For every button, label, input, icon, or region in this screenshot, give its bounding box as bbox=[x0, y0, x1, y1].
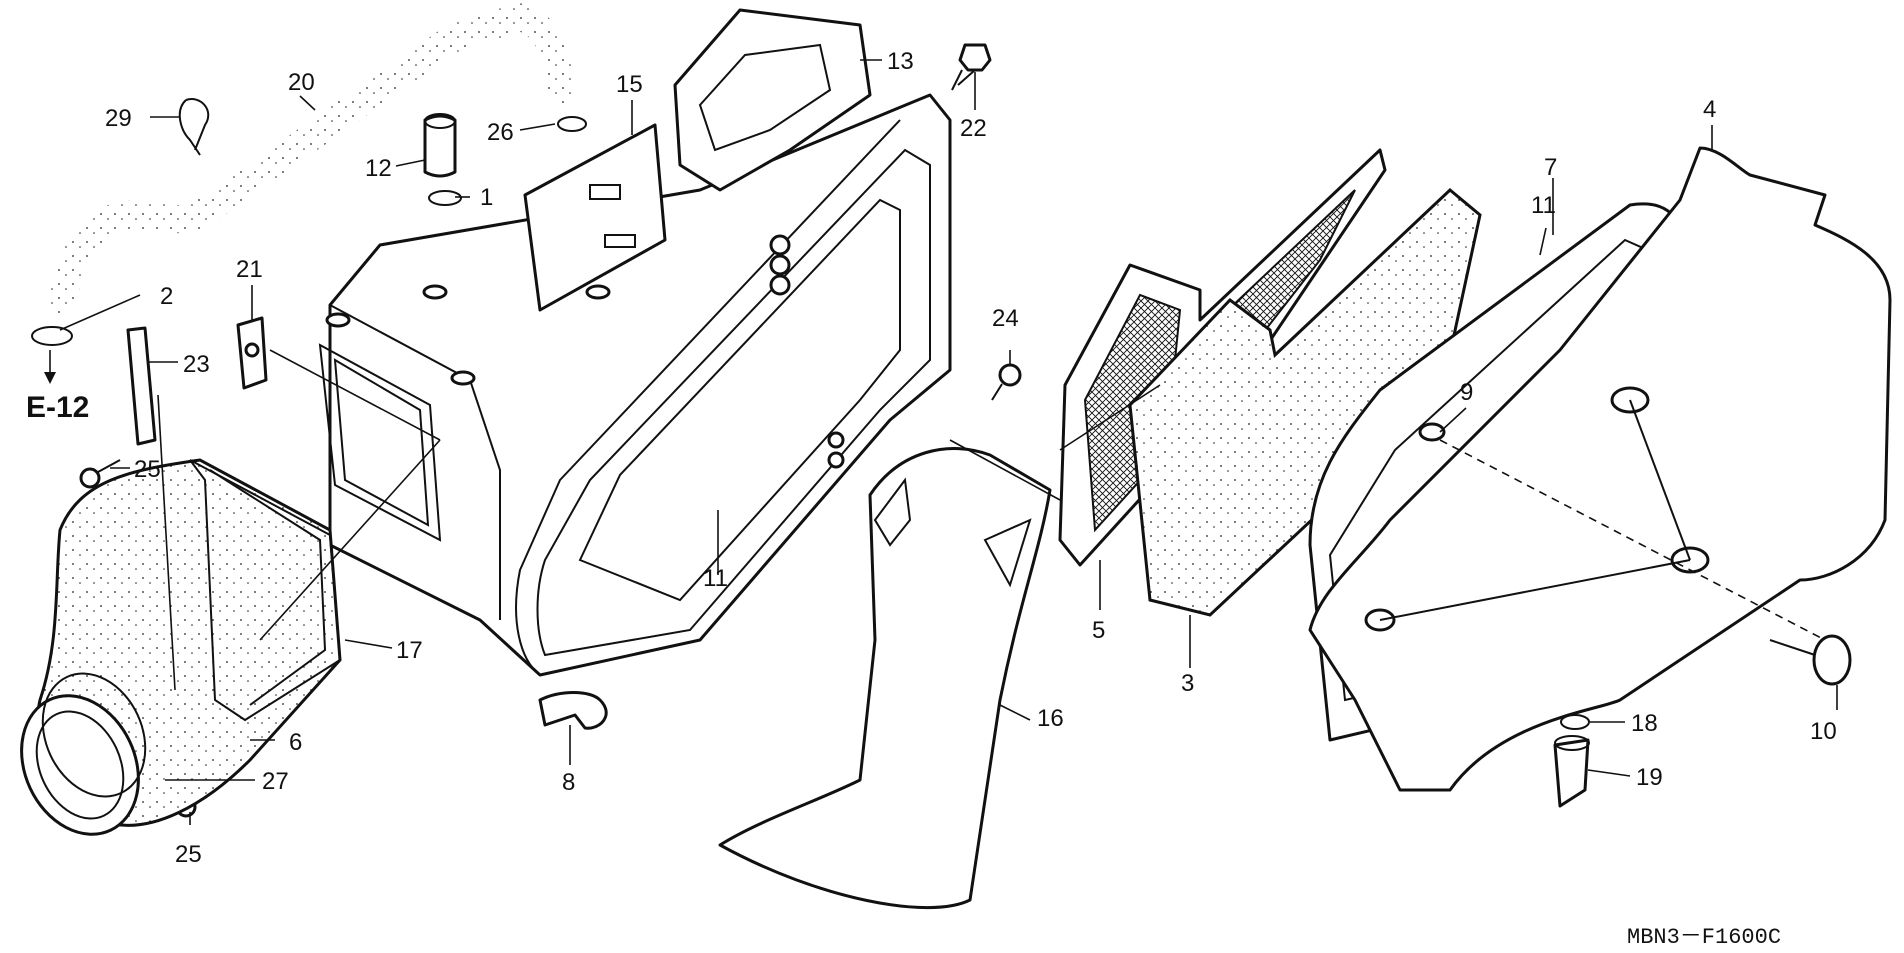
callout-11-panel: 11 bbox=[1531, 192, 1556, 219]
clip-18 bbox=[1560, 714, 1590, 730]
callout-25-lower: 25 bbox=[175, 841, 202, 868]
clip-8 bbox=[538, 691, 608, 730]
breather-hose bbox=[46, 3, 576, 314]
callout-5: 5 bbox=[1092, 617, 1105, 644]
callout-labels: 20 29 12 1 26 15 13 22 2 21 23 25 17 6 2… bbox=[105, 48, 1837, 868]
leader-lines bbox=[59, 59, 1838, 825]
callout-17: 17 bbox=[396, 637, 423, 664]
callout-12: 12 bbox=[365, 155, 392, 182]
callout-2: 2 bbox=[160, 283, 173, 310]
air-cleaner-housing bbox=[318, 93, 952, 677]
callout-26: 26 bbox=[487, 119, 514, 146]
band-12 bbox=[423, 113, 457, 178]
air-element-3 bbox=[1128, 187, 1482, 617]
callout-10: 10 bbox=[1810, 718, 1837, 745]
reference-label: E-12 bbox=[26, 391, 89, 424]
callout-19: 19 bbox=[1636, 764, 1663, 791]
callout-27: 27 bbox=[262, 768, 289, 795]
assembly-lines bbox=[157, 349, 1826, 691]
callout-6: 6 bbox=[289, 729, 302, 756]
callout-4: 4 bbox=[1703, 96, 1716, 123]
callout-8: 8 bbox=[562, 769, 575, 796]
bracket-21 bbox=[236, 316, 268, 390]
hose-clip-29 bbox=[178, 98, 210, 156]
callout-25-upper: 25 bbox=[134, 456, 161, 483]
callout-22: 22 bbox=[960, 115, 987, 142]
callout-11-housing: 11 bbox=[703, 565, 728, 592]
callout-3: 3 bbox=[1181, 670, 1194, 697]
intake-cover-13 bbox=[673, 8, 872, 192]
callout-21: 21 bbox=[236, 256, 263, 283]
hose-clip-1 bbox=[428, 190, 462, 206]
callout-1: 1 bbox=[480, 184, 493, 211]
callout-9: 9 bbox=[1460, 379, 1473, 406]
drain-tube-19 bbox=[1553, 735, 1590, 808]
screw-22 bbox=[951, 43, 992, 91]
callout-7: 7 bbox=[1544, 154, 1557, 181]
screw-10 bbox=[1769, 634, 1852, 686]
callout-15: 15 bbox=[616, 71, 643, 98]
screw-25-upper bbox=[79, 459, 121, 489]
ref-arrow bbox=[44, 350, 56, 384]
strap-23 bbox=[126, 326, 157, 446]
hose-clip-26 bbox=[557, 116, 587, 132]
callout-18: 18 bbox=[1631, 710, 1658, 737]
figure-code: MBN3－F1600C bbox=[1627, 925, 1781, 950]
screw-24 bbox=[991, 363, 1022, 401]
bracket-15 bbox=[523, 123, 667, 312]
callout-24: 24 bbox=[992, 305, 1019, 332]
callout-29: 29 bbox=[105, 105, 132, 132]
outer-cover-4 bbox=[1308, 146, 1892, 792]
callout-13: 13 bbox=[887, 48, 914, 75]
callout-16: 16 bbox=[1037, 705, 1064, 732]
hose-clip-2 bbox=[31, 326, 73, 346]
callout-23: 23 bbox=[183, 351, 210, 378]
intake-clamp-27 bbox=[20, 672, 147, 836]
callout-20: 20 bbox=[288, 69, 315, 96]
